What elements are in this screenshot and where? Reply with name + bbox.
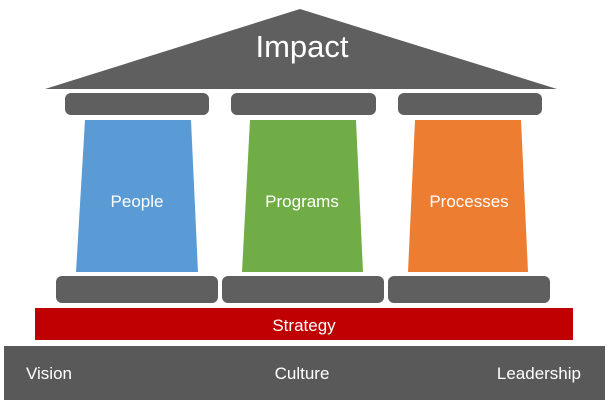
pillar-programs-shaft — [242, 120, 363, 272]
pillar-3-capital — [398, 93, 542, 115]
pillar-1-capital — [65, 93, 209, 115]
pillar-processes-label: Processes — [429, 192, 508, 211]
strategy-label: Strategy — [272, 316, 336, 335]
foundation-label-vision: Vision — [26, 364, 72, 383]
pillar-programs-label: Programs — [265, 192, 339, 211]
pillar-2-capital — [231, 93, 376, 115]
pillar-processes-shaft — [408, 120, 528, 272]
pillar-2-base — [222, 276, 384, 303]
pillar-people-shaft — [76, 120, 198, 272]
strategy-band — [35, 308, 573, 340]
foundation-label-leadership: Leadership — [497, 364, 581, 383]
pillar-3-base — [388, 276, 550, 303]
foundation-label-culture: Culture — [275, 364, 330, 383]
roof-triangle — [45, 9, 557, 89]
foundation-slab — [4, 346, 605, 400]
pillar-people-label: People — [111, 192, 164, 211]
pillar-1-base — [56, 276, 218, 303]
roof-label: Impact — [255, 29, 348, 64]
